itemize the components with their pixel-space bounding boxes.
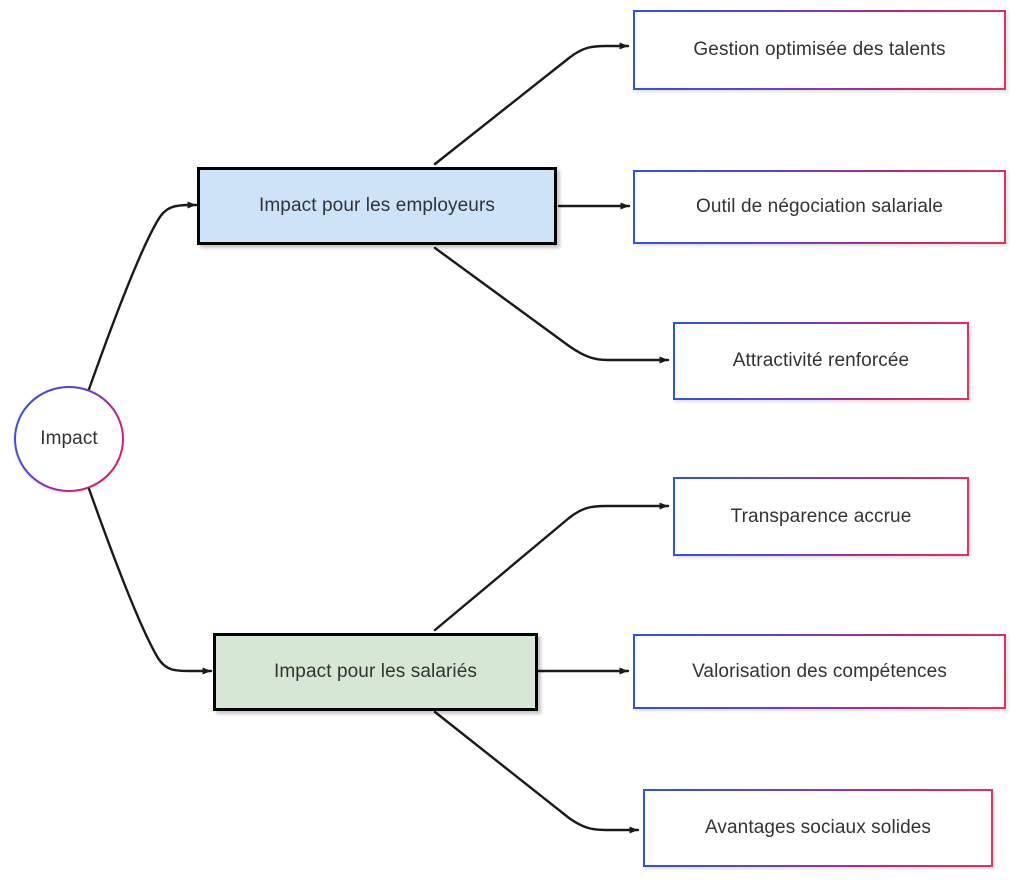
node-category-employeurs-label: Impact pour les employeurs [259, 195, 495, 217]
node-leaf-transparence-accrue-label: Transparence accrue [730, 505, 912, 527]
edge-salaries-to-transparence [433, 502, 670, 632]
node-leaf-attractivite-renforcee[interactable]: Attractivité renforcée [673, 322, 969, 400]
node-category-employeurs[interactable]: Impact pour les employeurs [197, 167, 557, 245]
node-category-salaries-label: Impact pour les salariés [273, 661, 478, 683]
edge-root-to-salaries [86, 484, 213, 675]
node-category-salaries[interactable]: Impact pour les salariés [213, 633, 538, 711]
node-root-impact-label: Impact [40, 428, 98, 450]
node-leaf-gestion-talents-label: Gestion optimisée des talents [693, 39, 946, 61]
node-leaf-transparence-accrue[interactable]: Transparence accrue [673, 477, 969, 556]
node-root-impact[interactable]: Impact [14, 386, 124, 492]
edge-employeurs-to-gestion [433, 42, 630, 166]
node-leaf-avantages-sociaux-label: Avantages sociaux solides [704, 817, 932, 839]
edge-employeurs-to-attractivite [433, 246, 670, 364]
node-leaf-negociation-salariale[interactable]: Outil de négociation salariale [633, 170, 1006, 244]
node-leaf-gestion-talents[interactable]: Gestion optimisée des talents [633, 10, 1006, 90]
edge-salaries-to-avantages [433, 710, 640, 834]
node-leaf-attractivite-renforcee-label: Attractivité renforcée [732, 350, 910, 372]
node-leaf-avantages-sociaux[interactable]: Avantages sociaux solides [643, 789, 993, 867]
edge-root-to-employeurs [86, 201, 198, 394]
node-leaf-negociation-salariale-label: Outil de négociation salariale [696, 196, 943, 218]
node-leaf-valorisation-competences-label: Valorisation des compétences [692, 660, 947, 682]
node-leaf-valorisation-competences[interactable]: Valorisation des compétences [633, 634, 1006, 709]
